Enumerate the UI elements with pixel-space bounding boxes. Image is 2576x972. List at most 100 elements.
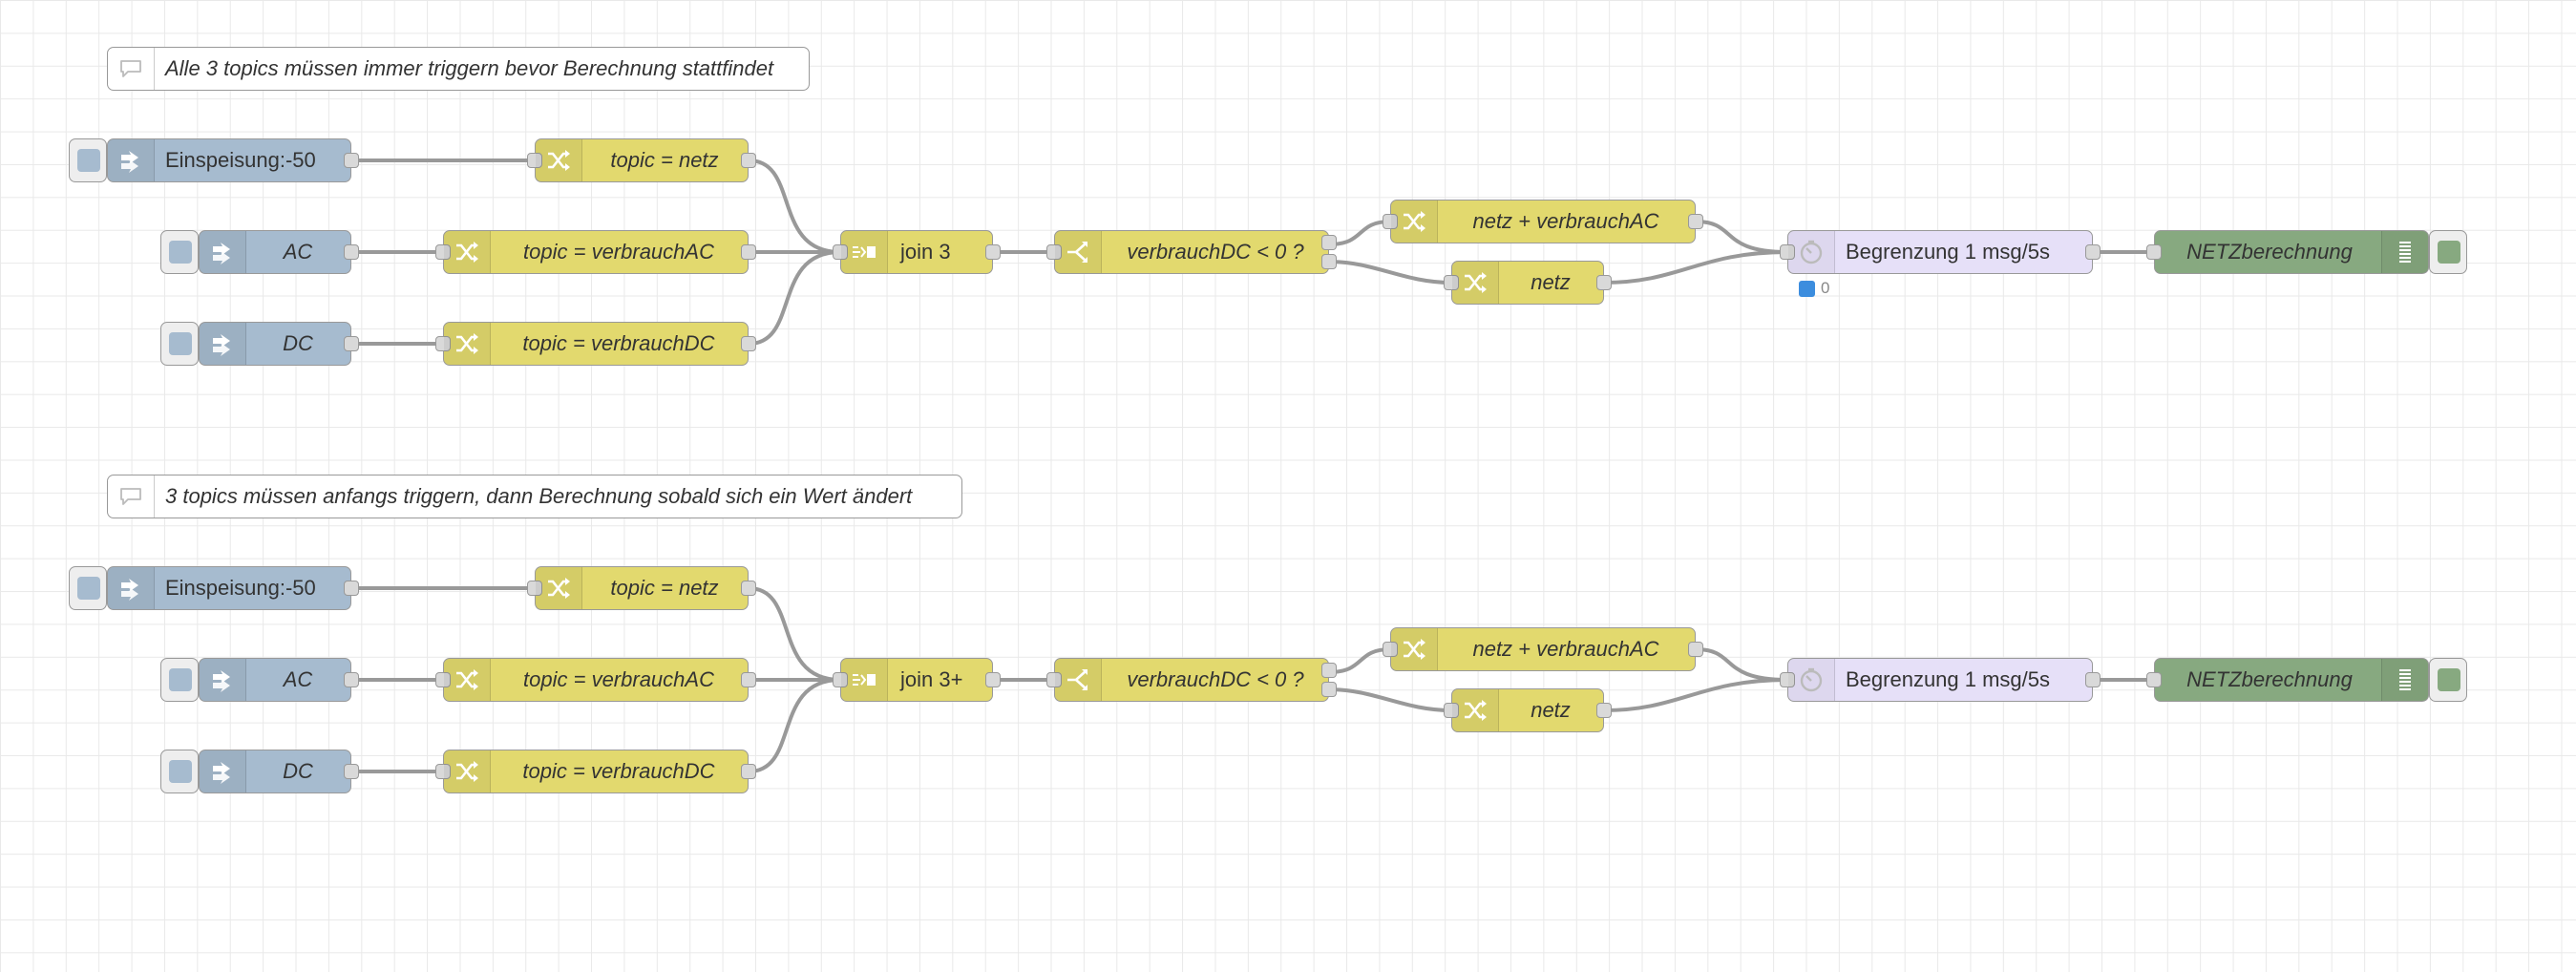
shuffle-icon	[1452, 262, 1499, 304]
output-port[interactable]	[741, 672, 756, 687]
output-port[interactable]	[985, 672, 1001, 687]
wire	[748, 250, 841, 346]
output-port[interactable]	[344, 764, 359, 779]
change-node-topic-verbrauchac[interactable]: topic = verbrauchAC	[435, 230, 756, 274]
shuffle-icon	[1391, 201, 1438, 243]
input-port[interactable]	[2146, 672, 2162, 687]
node-label: NETZberechnung	[2186, 667, 2353, 691]
debug-node[interactable]: NETZberechnung	[2146, 230, 2429, 274]
output-port[interactable]	[1688, 214, 1703, 229]
inject-trigger-button[interactable]	[69, 138, 107, 182]
comment-node[interactable]: Alle 3 topics müssen immer triggern bevo…	[107, 47, 810, 91]
shuffle-icon	[536, 567, 582, 609]
input-port[interactable]	[527, 153, 542, 168]
output-port[interactable]	[741, 336, 756, 351]
input-port[interactable]	[833, 672, 848, 687]
node-label: join 3+	[900, 667, 963, 691]
shuffle-icon	[444, 323, 491, 365]
switch-icon	[1055, 659, 1102, 701]
join-node[interactable]: join 3	[833, 230, 1001, 274]
inject-node-dc[interactable]: DC	[199, 322, 359, 366]
inject-node-ac[interactable]: AC	[199, 230, 359, 274]
output-port[interactable]	[1688, 642, 1703, 657]
node-label: topic = verbrauchAC	[523, 240, 714, 264]
input-port[interactable]	[1444, 703, 1459, 718]
node-label: netz	[1531, 270, 1571, 294]
inject-trigger-button[interactable]	[69, 566, 107, 610]
switch-node[interactable]: verbrauchDC < 0 ?	[1046, 230, 1337, 274]
shuffle-icon	[444, 231, 491, 273]
input-port[interactable]	[435, 336, 451, 351]
output-port[interactable]	[2085, 672, 2101, 687]
change-node-netz-plus-verbrauchac[interactable]: netz + verbrauchAC	[1383, 627, 1703, 671]
join-node[interactable]: join 3+	[833, 658, 1001, 702]
inject-arrow-icon	[108, 567, 155, 609]
output-port-2[interactable]	[1321, 254, 1337, 269]
inject-trigger-button[interactable]	[160, 658, 199, 702]
delay-node[interactable]: Begrenzung 1 msg/5s	[1780, 230, 2101, 274]
change-node-netz-plus-verbrauchac[interactable]: netz + verbrauchAC	[1383, 200, 1703, 243]
output-port-1[interactable]	[1321, 663, 1337, 678]
inject-arrow-icon	[108, 139, 155, 181]
change-node-netz[interactable]: netz	[1444, 261, 1612, 305]
input-port[interactable]	[1444, 275, 1459, 290]
switch-node[interactable]: verbrauchDC < 0 ?	[1046, 658, 1337, 702]
output-port[interactable]	[985, 244, 1001, 260]
change-node-topic-netz[interactable]: topic = netz	[527, 138, 756, 182]
delay-node[interactable]: Begrenzung 1 msg/5s	[1780, 658, 2101, 702]
change-node-netz[interactable]: netz	[1444, 688, 1612, 732]
change-node-topic-netz[interactable]: topic = netz	[527, 566, 756, 610]
comment-node[interactable]: 3 topics müssen anfangs triggern, dann B…	[107, 475, 962, 518]
debug-toggle-button[interactable]	[2429, 658, 2467, 702]
output-port[interactable]	[344, 336, 359, 351]
node-label: netz + verbrauchAC	[1472, 637, 1659, 661]
wire	[1328, 220, 1391, 246]
debug-list-icon	[2381, 231, 2428, 273]
input-port[interactable]	[435, 244, 451, 260]
output-port[interactable]	[344, 672, 359, 687]
inject-node-einspeisung[interactable]: Einspeisung:-50	[107, 138, 359, 182]
input-port[interactable]	[1780, 672, 1795, 687]
output-port[interactable]	[2085, 244, 2101, 260]
debug-toggle-button[interactable]	[2429, 230, 2467, 274]
input-port[interactable]	[1046, 672, 1062, 687]
output-port[interactable]	[741, 764, 756, 779]
input-port[interactable]	[1383, 642, 1398, 657]
inject-arrow-icon	[200, 231, 246, 273]
change-node-topic-verbrauchdc[interactable]: topic = verbrauchDC	[435, 750, 756, 793]
output-port-2[interactable]	[1321, 682, 1337, 697]
output-port-1[interactable]	[1321, 235, 1337, 250]
input-port[interactable]	[1046, 244, 1062, 260]
node-status: 0	[1799, 279, 1829, 298]
inject-trigger-button[interactable]	[160, 230, 199, 274]
comment-bubble-icon	[108, 48, 155, 90]
inject-node-ac[interactable]: AC	[199, 658, 359, 702]
inject-node-einspeisung[interactable]: Einspeisung:-50	[107, 566, 359, 610]
inject-arrow-icon	[200, 659, 246, 701]
output-port[interactable]	[344, 153, 359, 168]
input-port[interactable]	[435, 672, 451, 687]
inject-trigger-button[interactable]	[160, 322, 199, 366]
wire	[1328, 647, 1391, 674]
output-port[interactable]	[344, 581, 359, 596]
output-port[interactable]	[1596, 275, 1612, 290]
inject-node-dc[interactable]: DC	[199, 750, 359, 793]
output-port[interactable]	[344, 244, 359, 260]
wire	[1328, 687, 1452, 712]
debug-node[interactable]: NETZberechnung	[2146, 658, 2429, 702]
output-port[interactable]	[741, 153, 756, 168]
change-node-topic-verbrauchdc[interactable]: topic = verbrauchDC	[435, 322, 756, 366]
node-label: DC	[283, 331, 313, 355]
output-port[interactable]	[741, 581, 756, 596]
input-port[interactable]	[833, 244, 848, 260]
node-label: topic = verbrauchAC	[523, 667, 714, 691]
input-port[interactable]	[527, 581, 542, 596]
input-port[interactable]	[435, 764, 451, 779]
input-port[interactable]	[2146, 244, 2162, 260]
output-port[interactable]	[741, 244, 756, 260]
input-port[interactable]	[1780, 244, 1795, 260]
output-port[interactable]	[1596, 703, 1612, 718]
change-node-topic-verbrauchac[interactable]: topic = verbrauchAC	[435, 658, 756, 702]
inject-trigger-button[interactable]	[160, 750, 199, 793]
input-port[interactable]	[1383, 214, 1398, 229]
